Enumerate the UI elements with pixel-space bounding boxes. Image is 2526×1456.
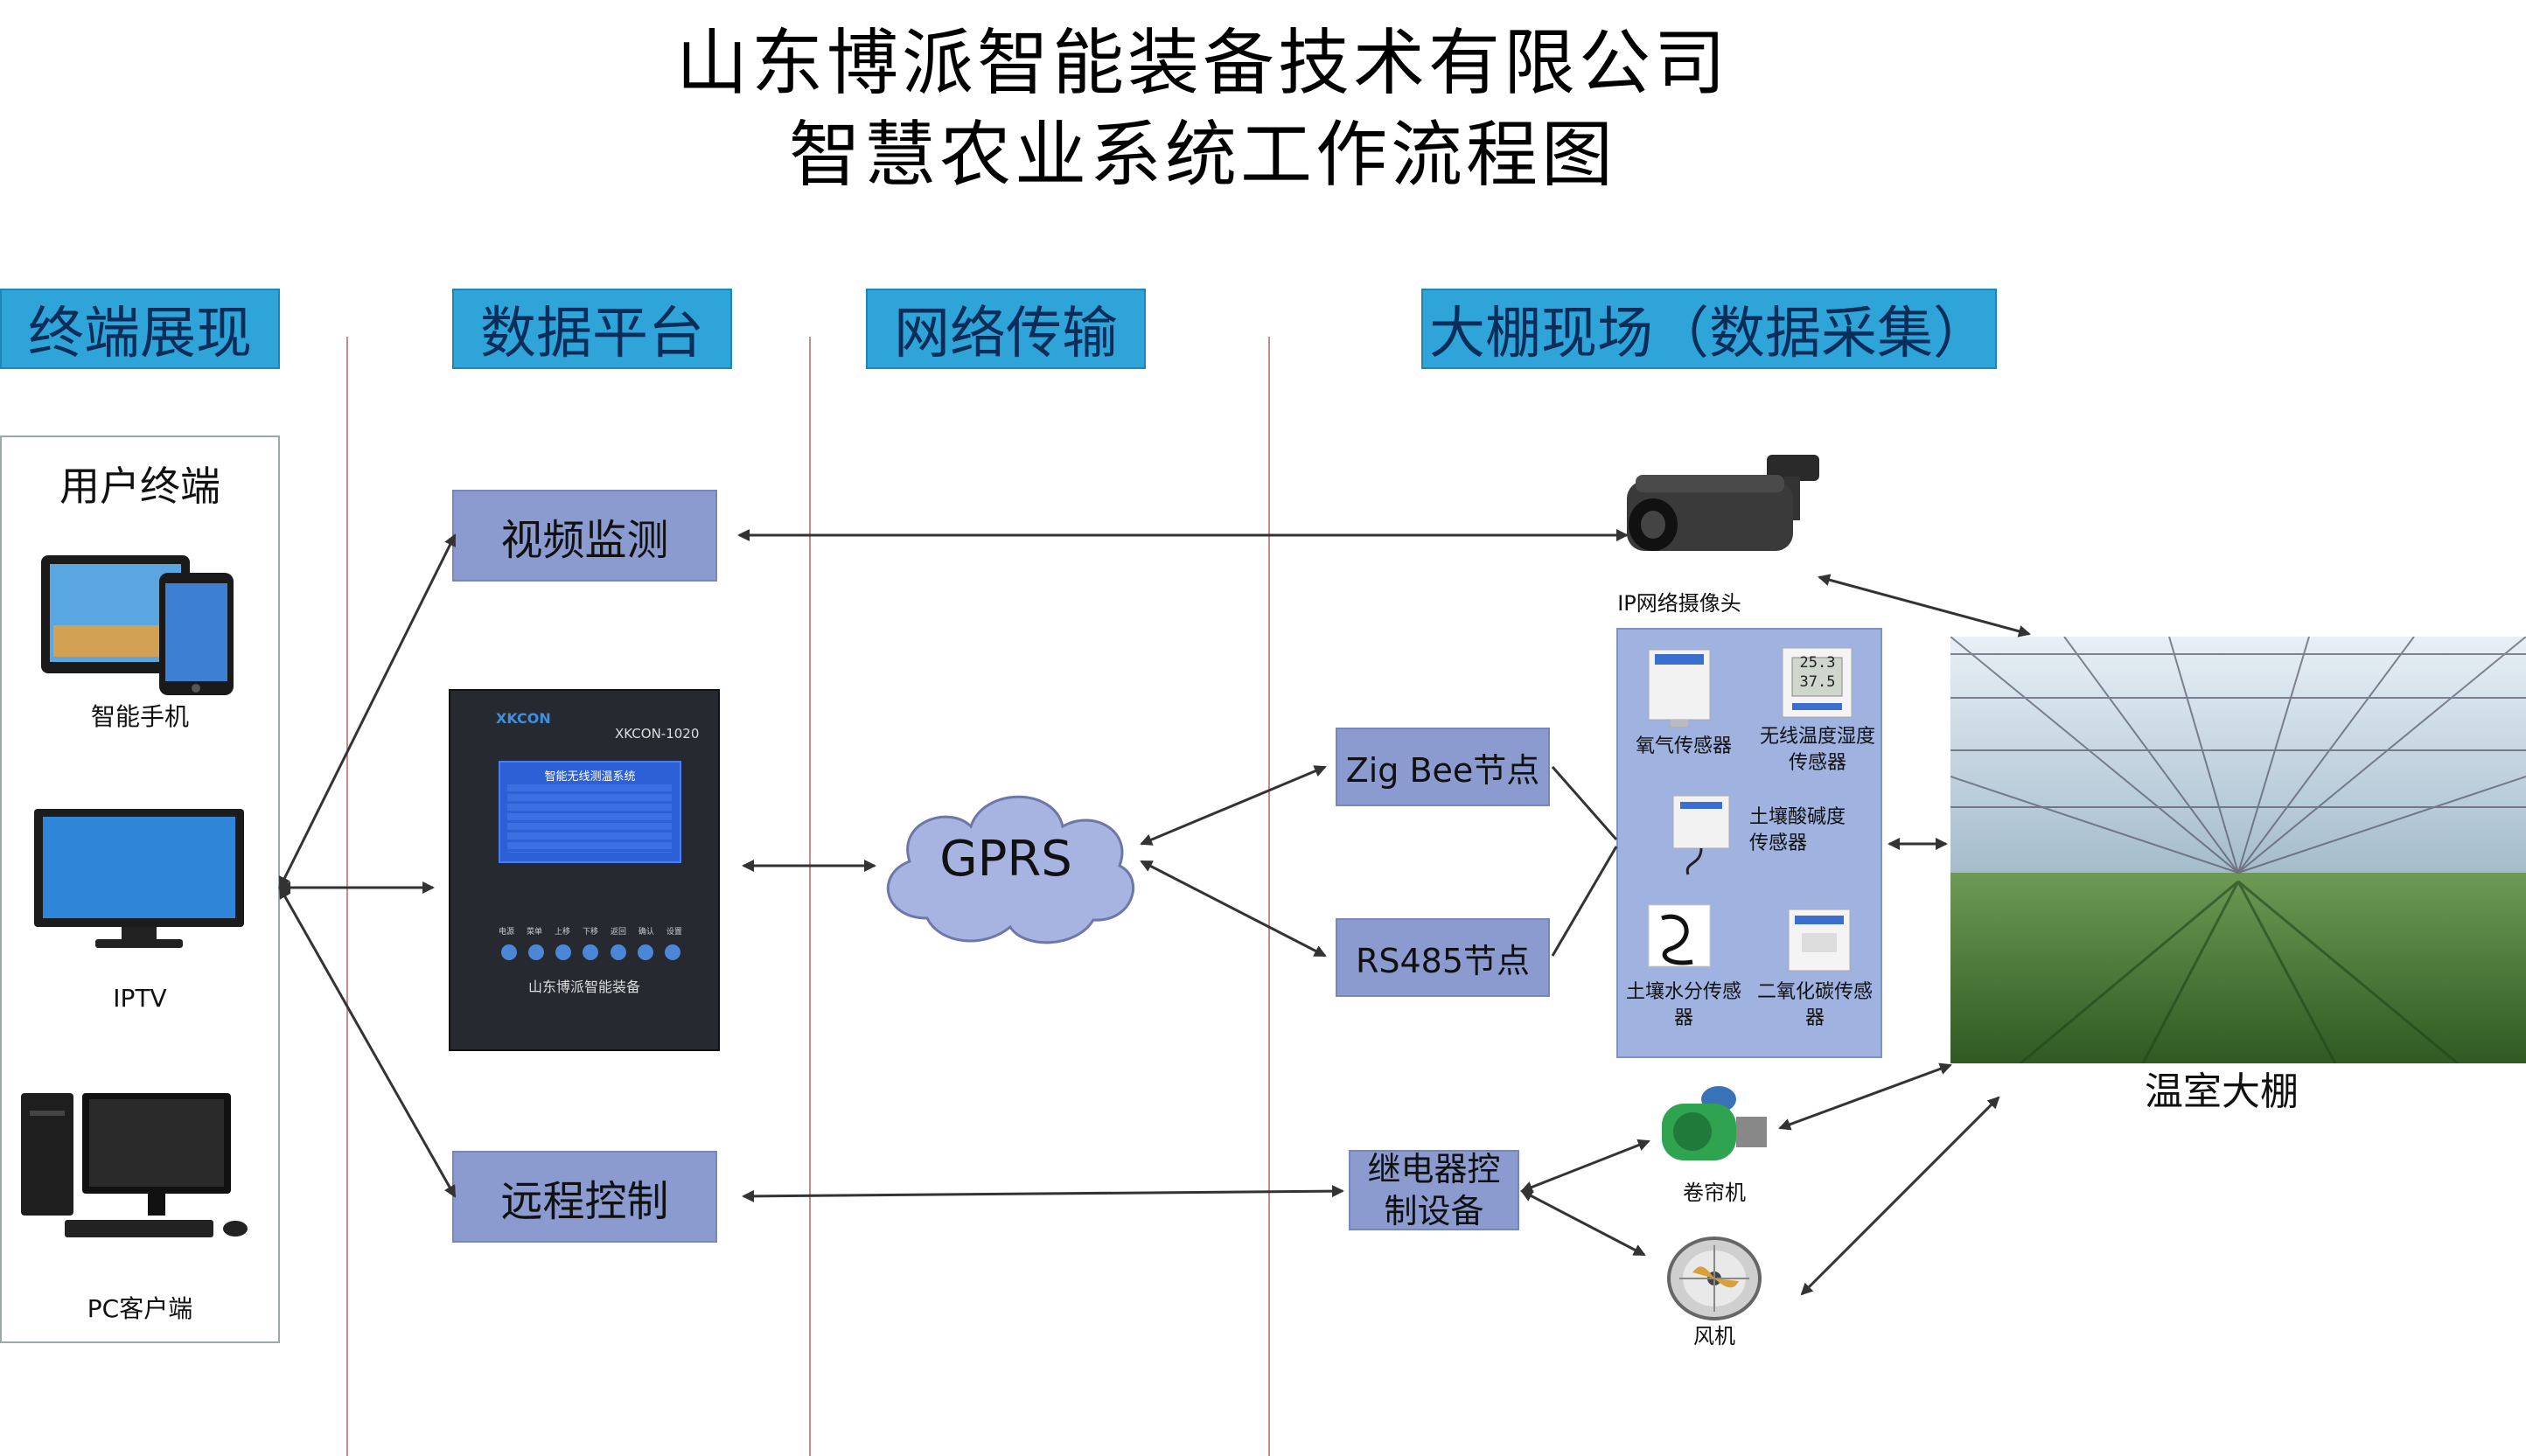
device-button-row: 电源 菜单 上移 下移 返回 确认 设置 [499,925,682,937]
arrow-gprs-rs485 [1140,860,1327,958]
device-screen-title: 智能无线测温系统 [544,770,636,784]
soil-moisture-sensor-label: 土壤水分传感器 [1625,981,1741,1029]
smartphone-label: 智能手机 [90,702,189,731]
roller-machine-icon [1662,1086,1767,1160]
device-button-label: 返回 [610,928,626,937]
diagram-title-line2: 智慧农业系统工作流程图 [788,114,1616,197]
arrow-terminal-remote [278,886,457,1198]
soil-moisture-sensor-icon [1648,904,1711,967]
device-model: XKCON-1020 [615,726,700,742]
arrow-remote-relay [742,1185,1344,1202]
line-rs485-sensors [1551,846,1618,957]
fan-label: 风机 [1693,1324,1735,1348]
device-button-label: 确认 [638,928,654,937]
ip-camera-label: IP网络摄像头 [1617,591,1741,616]
diagram-title-line1: 山东博派智能装备技术有限公司 [675,22,1729,105]
device-button-label: 电源 [499,928,515,937]
gprs-label: GPRS [939,831,1072,888]
pc-client-label: PC客户端 [87,1294,193,1323]
header-network: 网络传输 [866,289,1146,369]
header-platform: 数据平台 [452,289,732,369]
column-divider [809,337,811,1456]
device-buttons [501,944,680,960]
co2-sensor-label: 二氧化碳传感器 [1756,981,1873,1029]
rs485-node-box: RS485节点 [1336,918,1550,997]
device-button-label: 上移 [554,928,570,937]
oxygen-sensor-label: 氧气传感器 [1635,735,1732,757]
temp-humidity-sensor-label: 无线温度湿度传感器 [1759,726,1875,774]
device-button-label: 下移 [582,928,598,937]
line-zigbee-sensors [1551,766,1618,840]
arrow-terminal-video [278,533,457,889]
oxygen-sensor-icon [1648,649,1711,727]
user-terminal-panel: 用户终端 智能手机 IPTV PC客户端 [0,435,280,1343]
soil-ph-sensor-label: 土壤酸碱度传感器 [1749,806,1846,854]
iptv-label: IPTV [113,984,167,1013]
fan-icon [1667,1237,1762,1320]
header-field: 大棚现场（数据采集） [1421,289,1997,369]
humidity-reading: 37.5 [1799,673,1836,691]
arrow-fan-greenhouse [1800,1096,2000,1296]
arrow-gprs-zigbee [1140,765,1327,846]
relay-control-box: 继电器控制设备 [1349,1150,1519,1230]
smartphone-icon [41,555,234,695]
user-terminal-title: 用户终端 [59,463,220,510]
temp-humidity-sensor-icon [1782,647,1853,718]
device-maker: 山东博派智能装备 [527,979,640,995]
remote-control-box: 远程控制 [452,1151,717,1243]
arrow-relay-fan [1520,1189,1646,1257]
greenhouse-label: 温室大棚 [2145,1069,2299,1114]
device-screen: 智能无线测温系统 [499,761,681,863]
controller-device: XKCON XKCON-1020 智能无线测温系统 电源 菜单 上移 下移 返回… [449,689,720,1051]
gprs-cloud-icon [886,795,1135,944]
soil-ph-sensor-icon [1672,795,1730,875]
ip-camera-icon [1627,455,1819,551]
temp-reading: 25.3 [1799,654,1836,672]
tv-icon [34,809,244,948]
header-terminal: 终端展现 [0,289,280,369]
device-button-label: 菜单 [526,928,542,937]
device-brand: XKCON [496,710,551,727]
greenhouse-image [1950,637,2526,1063]
zigbee-node-box: Zig Bee节点 [1336,728,1550,806]
sensor-panel: 氧气传感器 25.3 37.5 无线温度湿度传感器 土壤酸碱度传感器 土壤水分传… [1616,628,1882,1058]
arrow-relay-roller [1520,1139,1650,1194]
arrow-roller-greenhouse [1778,1062,1952,1131]
device-screen-table [507,784,672,853]
device-button-label: 设置 [666,928,682,937]
pc-icon [21,1093,248,1237]
co2-sensor-icon [1788,909,1851,972]
roller-machine-label: 卷帘机 [1683,1181,1746,1205]
video-monitor-box: 视频监测 [452,490,717,582]
arrow-camera-greenhouse [1818,574,2031,637]
